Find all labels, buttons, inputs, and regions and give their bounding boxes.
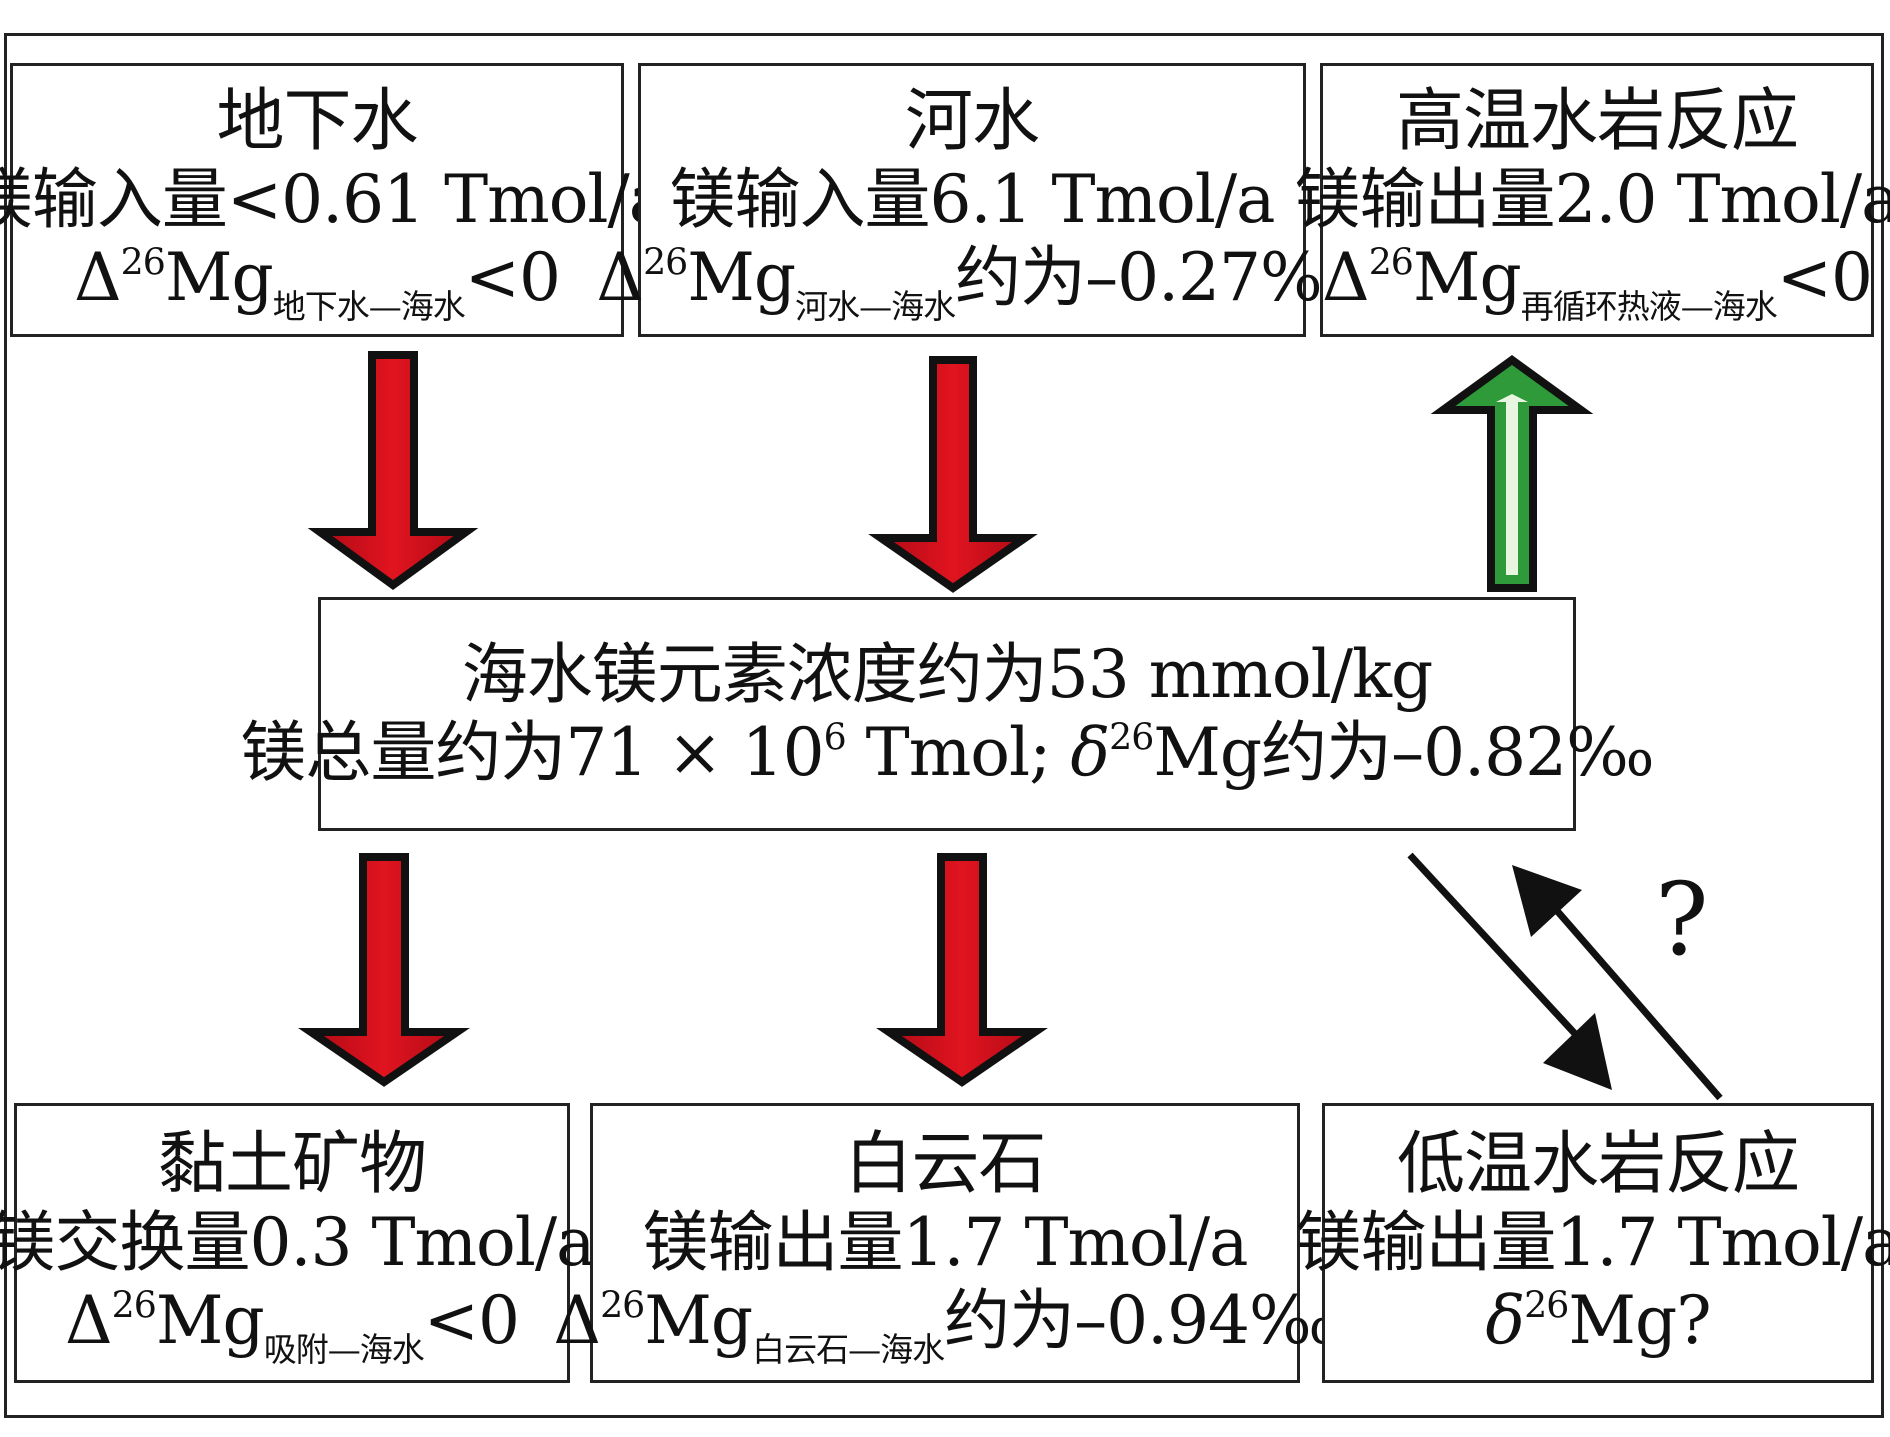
- dolomite-flux: 镁输出量1.7 Tmol/a: [642, 1204, 1249, 1281]
- groundwater-title: 地下水: [216, 82, 418, 161]
- river-flux: 镁输入量6.1 Tmol/a: [669, 161, 1276, 238]
- clay-box: 黏土矿物 镁交换量0.3 Tmol/a Δ26Mg吸附—海水<0: [0, 1103, 595, 1383]
- clay-title: 黏土矿物: [157, 1125, 427, 1204]
- low-temp-return-arrow: [1512, 865, 1723, 1101]
- high-temp-title: 高温水岩反应: [1395, 82, 1799, 161]
- outer-frame: [4, 33, 1884, 1418]
- high-temp-flux: 镁输出量2.0 Tmol/a: [1294, 161, 1890, 238]
- low-temp-title: 低温水岩反应: [1396, 1125, 1800, 1204]
- dolomite-title: 白云石: [844, 1125, 1046, 1204]
- groundwater-inflow-arrow: [307, 351, 479, 590]
- clay-outflow-arrow: [298, 853, 470, 1087]
- clay-fractionation: Δ26Mg吸附—海水<0: [65, 1282, 520, 1370]
- low-temp-flux: 镁输出量1.7 Tmol/a: [1295, 1204, 1890, 1281]
- river-title: 河水: [904, 82, 1040, 161]
- river-inflow-arrow: [868, 356, 1038, 593]
- seawater-total: 镁总量约为71 × 106 Tmol; δ26Mg约为–0.82‰: [240, 714, 1654, 791]
- groundwater-flux: 镁输入量<0.61 Tmol/a: [0, 161, 668, 238]
- dolomite-box: 白云石 镁输出量1.7 Tmol/a Δ26Mg白云石—海水约为–0.94‰: [553, 1103, 1338, 1383]
- uncertain-flux-mark: ?: [1655, 861, 1709, 978]
- clay-flux: 镁交换量0.3 Tmol/a: [0, 1204, 595, 1281]
- high-temp-outflow-arrow: [1430, 355, 1594, 592]
- seawater-box: 海水镁元素浓度约为53 mmol/kg 镁总量约为71 × 106 Tmol; …: [240, 597, 1655, 831]
- river-box: 河水 镁输入量6.1 Tmol/a Δ26Mg河水—海水约为–0.27‰: [596, 63, 1349, 337]
- groundwater-box: 地下水 镁输入量<0.61 Tmol/a Δ26Mg地下水—海水<0: [0, 63, 668, 337]
- high-temp-box: 高温水岩反应 镁输出量2.0 Tmol/a Δ26Mg再循环热液—海水<0: [1295, 63, 1890, 337]
- low-temp-delta: δ26Mg?: [1485, 1282, 1711, 1359]
- dolomite-fractionation: Δ26Mg白云石—海水约为–0.94‰: [553, 1282, 1337, 1370]
- seawater-concentration: 海水镁元素浓度约为53 mmol/kg: [461, 636, 1433, 713]
- low-temp-outflow-arrow: [1407, 852, 1612, 1090]
- high-temp-fractionation: Δ26Mg再循环热液—海水<0: [1322, 239, 1873, 327]
- low-temp-box: 低温水岩反应 镁输出量1.7 Tmol/a δ26Mg?: [1296, 1103, 1890, 1383]
- groundwater-fractionation: Δ26Mg地下水—海水<0: [74, 239, 561, 327]
- river-fractionation: Δ26Mg河水—海水约为–0.27‰: [596, 239, 1348, 327]
- dolomite-outflow-arrow: [876, 853, 1048, 1087]
